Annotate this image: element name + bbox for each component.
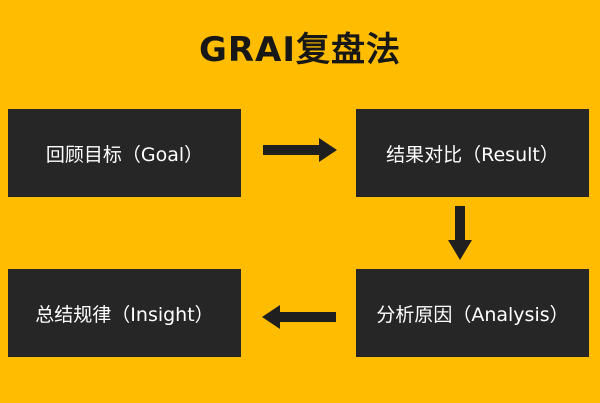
step-label-analysis: 分析原因（Analysis） [376, 303, 569, 326]
diagram-title: GRAI复盘法 [198, 30, 402, 70]
step-label-insight: 总结规律（Insight） [35, 303, 214, 326]
arrow-left-icon [262, 305, 336, 329]
step-box-analysis: 分析原因（Analysis） [356, 269, 589, 357]
step-label-goal: 回顾目标（Goal） [45, 143, 204, 166]
step-box-result: 结果对比（Result） [356, 109, 589, 197]
step-box-insight: 总结规律（Insight） [8, 269, 241, 357]
arrow-down-icon [448, 206, 472, 260]
step-box-goal: 回顾目标（Goal） [8, 109, 241, 197]
arrow-right-icon [263, 138, 337, 162]
step-label-result: 结果对比（Result） [386, 143, 559, 166]
